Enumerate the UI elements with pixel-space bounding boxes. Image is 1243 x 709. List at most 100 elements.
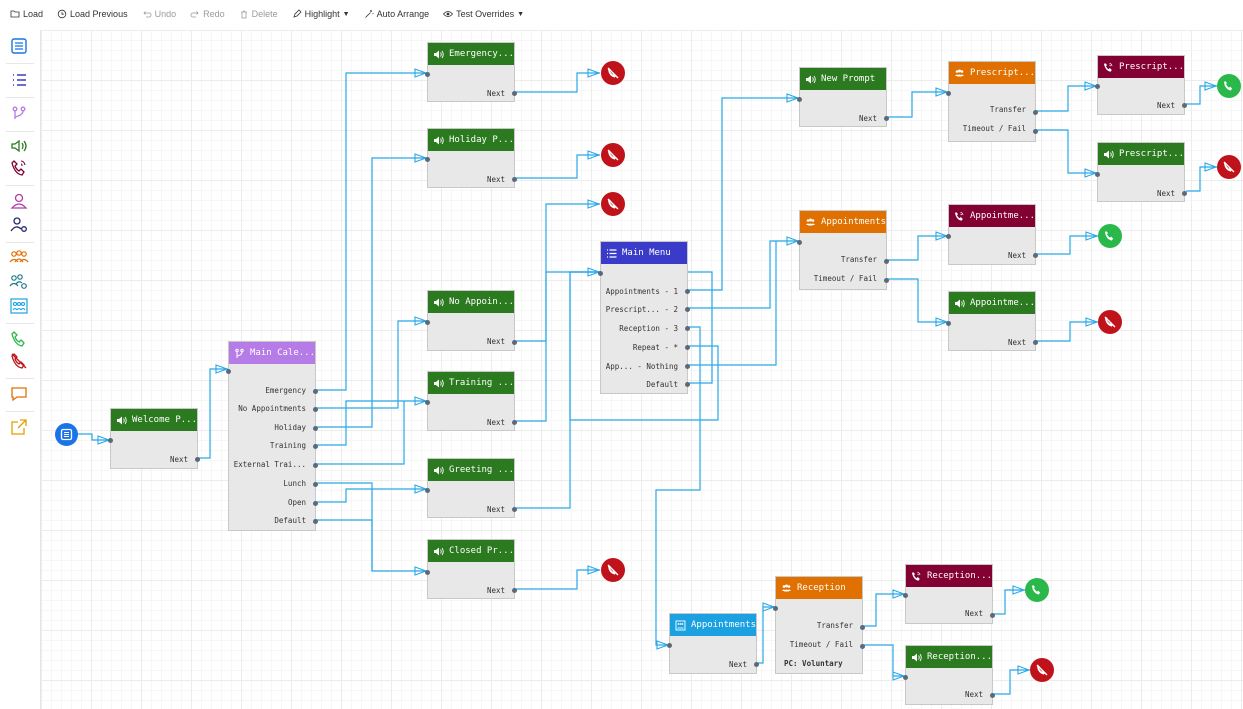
node-welcome-prompt[interactable]: Welcome P... Next bbox=[108, 408, 200, 469]
input-port[interactable] bbox=[946, 321, 951, 326]
node-new-prompt[interactable]: New Prompt Next bbox=[797, 67, 889, 127]
node-closed-prompt[interactable]: Closed Pr... Next bbox=[425, 539, 517, 599]
output-port[interactable] bbox=[512, 507, 517, 512]
output-port[interactable] bbox=[313, 444, 318, 449]
auto-arrange-button[interactable]: Auto Arrange bbox=[364, 9, 429, 19]
node-greeting-prompt[interactable]: Greeting ... Next bbox=[425, 458, 517, 518]
input-port[interactable] bbox=[797, 97, 802, 102]
hangup-icon[interactable] bbox=[601, 192, 625, 216]
redo-button[interactable]: Redo bbox=[190, 9, 225, 19]
output-port[interactable] bbox=[1033, 253, 1038, 258]
palette-menu-list-icon[interactable] bbox=[8, 70, 30, 90]
output-port[interactable] bbox=[313, 407, 318, 412]
test-overrides-dropdown[interactable]: Test Overrides ▼ bbox=[443, 9, 524, 19]
output-port[interactable] bbox=[1033, 110, 1038, 115]
node-training-prompt[interactable]: Training ... Next bbox=[425, 371, 517, 431]
output-port[interactable] bbox=[1033, 129, 1038, 134]
hangup-icon[interactable] bbox=[1030, 658, 1054, 682]
node-main-menu[interactable]: Main Menu Appointments - 1 Prescript... … bbox=[598, 241, 690, 394]
input-port[interactable] bbox=[425, 72, 430, 77]
hangup-icon[interactable] bbox=[601, 61, 625, 85]
output-port[interactable] bbox=[1033, 340, 1038, 345]
output-port[interactable] bbox=[860, 625, 865, 630]
output-port[interactable] bbox=[990, 613, 995, 618]
palette-department-icon[interactable] bbox=[8, 296, 30, 316]
hangup-icon[interactable] bbox=[1098, 310, 1122, 334]
output-port[interactable] bbox=[195, 457, 200, 462]
input-port[interactable] bbox=[425, 157, 430, 162]
node-main-calendar[interactable]: Main Cale... Emergency No Appointments H… bbox=[226, 341, 318, 531]
answer-call-icon[interactable] bbox=[1025, 578, 1049, 602]
answer-call-icon[interactable] bbox=[1098, 224, 1122, 248]
input-port[interactable] bbox=[598, 271, 603, 276]
input-port[interactable] bbox=[226, 369, 231, 374]
load-button[interactable]: Load bbox=[10, 9, 43, 19]
palette-phone-book-icon[interactable] bbox=[8, 36, 30, 56]
output-port[interactable] bbox=[313, 389, 318, 394]
output-port[interactable] bbox=[685, 345, 690, 350]
palette-external-link-icon[interactable] bbox=[8, 417, 30, 437]
output-port[interactable] bbox=[313, 519, 318, 524]
output-port[interactable] bbox=[512, 340, 517, 345]
output-port[interactable] bbox=[884, 259, 889, 264]
answer-call-icon[interactable] bbox=[1217, 74, 1241, 98]
load-previous-button[interactable]: Load Previous bbox=[57, 9, 128, 19]
palette-hangup-icon[interactable] bbox=[8, 351, 30, 371]
palette-phone-ring-icon[interactable] bbox=[8, 158, 30, 178]
output-port[interactable] bbox=[1182, 191, 1187, 196]
output-port[interactable] bbox=[884, 116, 889, 121]
output-port[interactable] bbox=[313, 501, 318, 506]
output-port[interactable] bbox=[512, 177, 517, 182]
hangup-icon[interactable] bbox=[601, 558, 625, 582]
input-port[interactable] bbox=[425, 400, 430, 405]
node-no-appointments-prompt[interactable]: No Appoin... Next bbox=[425, 290, 517, 351]
input-port[interactable] bbox=[946, 91, 951, 96]
output-port[interactable] bbox=[685, 326, 690, 331]
node-appointments-transfer[interactable]: Appointme... Next bbox=[946, 204, 1038, 265]
output-port[interactable] bbox=[313, 463, 318, 468]
input-port[interactable] bbox=[425, 570, 430, 575]
output-port[interactable] bbox=[512, 91, 517, 96]
output-port[interactable] bbox=[754, 662, 759, 667]
palette-answer-icon[interactable] bbox=[8, 329, 30, 349]
node-reception-transfer[interactable]: Reception... Next bbox=[903, 564, 995, 624]
highlight-dropdown[interactable]: Highlight ▼ bbox=[292, 9, 350, 19]
node-appointments-queue[interactable]: Appointments Transfer Timeout / Fail bbox=[797, 210, 889, 290]
input-port[interactable] bbox=[903, 593, 908, 598]
input-port[interactable] bbox=[1095, 172, 1100, 177]
node-prescription-queue[interactable]: Prescript... Transfer Timeout / Fail bbox=[946, 61, 1038, 142]
palette-user-icon[interactable] bbox=[8, 191, 30, 211]
output-port[interactable] bbox=[512, 420, 517, 425]
palette-branch-icon[interactable] bbox=[8, 104, 30, 124]
node-emergency-prompt[interactable]: Emergency... Next bbox=[425, 42, 517, 102]
hangup-icon[interactable] bbox=[601, 143, 625, 167]
palette-group-icon[interactable] bbox=[8, 248, 30, 268]
output-port[interactable] bbox=[990, 693, 995, 698]
input-port[interactable] bbox=[425, 320, 430, 325]
node-holiday-prompt[interactable]: Holiday P... Next bbox=[425, 128, 517, 188]
input-port[interactable] bbox=[773, 606, 778, 611]
output-port[interactable] bbox=[313, 482, 318, 487]
input-port[interactable] bbox=[797, 240, 802, 245]
input-port[interactable] bbox=[667, 643, 672, 648]
input-port[interactable] bbox=[425, 488, 430, 493]
output-port[interactable] bbox=[685, 382, 690, 387]
start-phone-book-icon[interactable] bbox=[55, 423, 78, 446]
input-port[interactable] bbox=[946, 234, 951, 239]
input-port[interactable] bbox=[903, 675, 908, 680]
node-reception-queue[interactable]: Reception Transfer Timeout / Fail PC: Vo… bbox=[773, 576, 865, 674]
palette-user-settings-icon[interactable] bbox=[8, 215, 30, 235]
output-port[interactable] bbox=[884, 278, 889, 283]
input-port[interactable] bbox=[1095, 84, 1100, 89]
node-appointments-department[interactable]: Appointments Next bbox=[667, 613, 759, 674]
node-prescription-transfer[interactable]: Prescript... Next bbox=[1095, 55, 1187, 115]
node-reception-prompt[interactable]: Reception... Next bbox=[903, 645, 995, 705]
output-port[interactable] bbox=[685, 364, 690, 369]
input-port[interactable] bbox=[108, 438, 113, 443]
undo-button[interactable]: Undo bbox=[142, 9, 176, 19]
node-prescription-prompt[interactable]: Prescript... Next bbox=[1095, 142, 1187, 202]
palette-speaker-icon[interactable] bbox=[8, 136, 30, 156]
delete-button[interactable]: Delete bbox=[239, 9, 278, 19]
output-port[interactable] bbox=[685, 307, 690, 312]
hangup-icon[interactable] bbox=[1217, 155, 1241, 179]
